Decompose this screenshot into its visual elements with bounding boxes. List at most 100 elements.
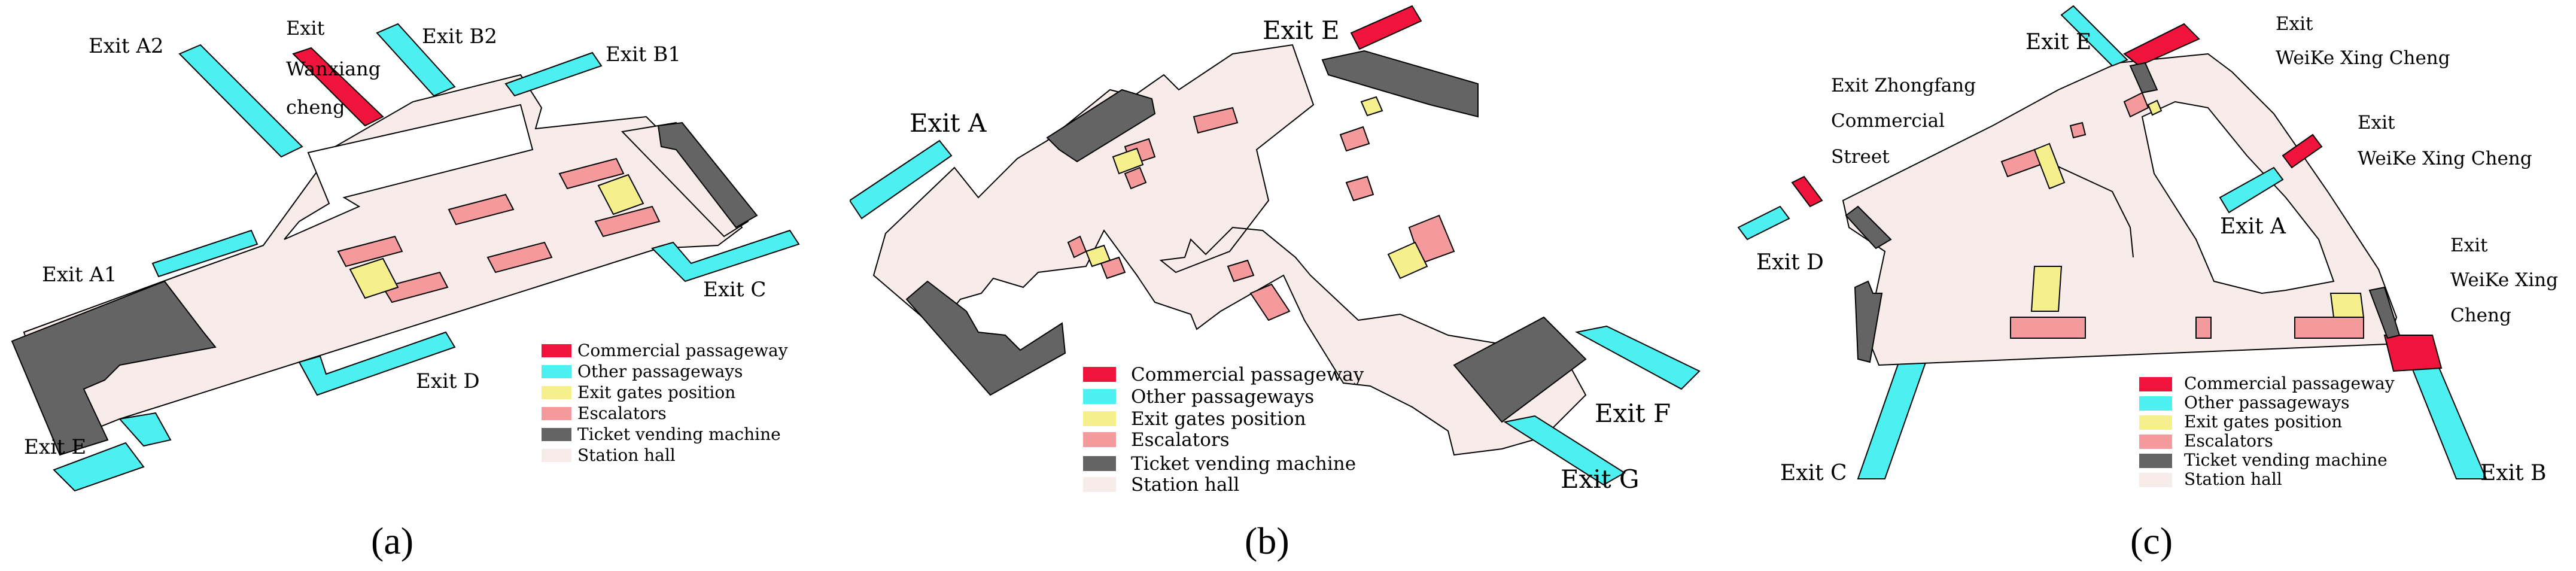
label-exit-weike-mid-line2: WeiKe Xing Cheng — [2358, 148, 2532, 169]
passage-exit-f — [1575, 325, 1701, 390]
tvm-left — [11, 280, 217, 456]
legend-label-commercial: Commercial passageway — [1131, 364, 1364, 385]
gate-2 — [2030, 266, 2063, 312]
label-exit-zhongfang-line2: Commercial — [1831, 110, 1945, 132]
legend-swatch-commercial — [2139, 377, 2172, 391]
tvm-left-1 — [1845, 205, 1892, 250]
legend-swatch-gates — [1083, 411, 1116, 426]
legend-label-escalators: Escalators — [577, 403, 667, 423]
label-exit-zhongfang-line3: Street — [1831, 146, 1890, 168]
gate-1 — [1112, 147, 1144, 175]
legend-label-other: Other passageways — [577, 362, 743, 381]
escalator-5 — [1345, 175, 1374, 202]
station-map-c: Exit E Exit WeiKe Xing Cheng Exit Zhongf… — [1737, 5, 2558, 562]
passage-exit-g — [1503, 415, 1626, 486]
label-exit-d: Exit D — [416, 369, 480, 393]
station-map-a: Exit A2 Exit Wanxiang cheng Exit B2 Exit… — [11, 17, 800, 562]
escalator-4 — [1339, 126, 1370, 152]
commercial-weike-right — [2383, 335, 2443, 372]
label-exit-wanxiang-line2: Wanxiang — [286, 57, 381, 80]
escalator-4 — [486, 241, 553, 274]
tvm-bottom-right — [1453, 316, 1587, 423]
legend-swatch-commercial — [1083, 367, 1116, 382]
label-exit-e: Exit E — [1263, 16, 1340, 45]
legend-swatch-other — [2139, 396, 2172, 411]
label-exit-g: Exit G — [1561, 464, 1640, 494]
legend-label-commercial: Commercial passageway — [2184, 373, 2395, 393]
legend-swatch-escalators — [1083, 432, 1116, 447]
escalator-1 — [337, 235, 403, 268]
passage-exit-b1 — [504, 51, 603, 97]
escalator-9 — [1249, 283, 1291, 321]
tvm-bottom-left — [905, 280, 1066, 396]
gate-2 — [597, 174, 644, 215]
label-exit-weike-top-line1: Exit — [2276, 13, 2313, 35]
passage-exit-c — [1857, 359, 1928, 479]
passage-exit-b2 — [376, 23, 456, 97]
commercial-weike-top — [2123, 23, 2200, 67]
passage-exit-a2 — [178, 44, 303, 158]
station-map-b: Exit E Exit A Exit F Exit G Commercial p… — [850, 5, 1701, 562]
legend-label-hall: Station hall — [577, 445, 676, 465]
caption-a: (a) — [371, 520, 413, 562]
escalator-8 — [1227, 259, 1255, 283]
gate-4 — [1387, 241, 1428, 280]
tvm-right — [2368, 286, 2401, 339]
legend: Commercial passageway Other passageways … — [2139, 373, 2395, 489]
label-exit-zhongfang-line1: Exit Zhongfang — [1831, 75, 1976, 96]
legend-label-gates: Exit gates position — [577, 382, 735, 402]
escalator-2 — [2069, 122, 2087, 139]
legend: Commercial passageway Other passageways … — [542, 341, 788, 465]
legend-swatch-hall — [542, 449, 571, 462]
label-exit-weike-right-line2: WeiKe Xing — [2450, 269, 2558, 291]
tvm-right — [657, 122, 758, 229]
passage-exit-e-ext — [118, 412, 172, 447]
tvm-left-2 — [1854, 280, 1883, 363]
legend-swatch-escalators — [542, 407, 571, 420]
panel-c: Exit E Exit WeiKe Xing Cheng Exit Zhongf… — [1711, 0, 2576, 571]
label-exit-a: Exit A — [910, 108, 987, 138]
escalator-4 — [2010, 317, 2086, 339]
passage-exit-c — [651, 229, 800, 283]
legend-label-tvm: Ticket vending machine — [1131, 453, 1356, 475]
passage-exit-a — [2219, 166, 2284, 214]
legend-label-escalators: Escalators — [1131, 429, 1230, 451]
gate-1 — [349, 257, 399, 299]
gate-2 — [1360, 96, 1383, 117]
legend-swatch-escalators — [2139, 435, 2172, 449]
legend-swatch-gates — [542, 386, 571, 399]
passage-exit-a — [850, 139, 953, 220]
legend-swatch-hall — [2139, 473, 2172, 487]
legend-label-hall: Station hall — [1131, 474, 1239, 496]
escalator-5 — [558, 157, 625, 190]
label-exit-a2: Exit A2 — [89, 34, 164, 58]
label-exit-a1: Exit A1 — [42, 263, 117, 287]
label-exit-c: Exit C — [1780, 461, 1847, 485]
commercial-zhongfang — [1791, 175, 1823, 208]
label-exit-e: Exit E — [2025, 30, 2091, 54]
legend-swatch-commercial — [542, 344, 571, 357]
passage-exit-b — [2407, 359, 2487, 479]
legend-swatch-hall — [1083, 477, 1116, 492]
legend-swatch-gates — [2139, 415, 2172, 430]
label-exit-e: Exit E — [24, 435, 86, 459]
panel-a: Exit A2 Exit Wanxiang cheng Exit B2 Exit… — [0, 0, 850, 571]
legend-label-gates: Exit gates position — [1131, 408, 1306, 430]
label-exit-f: Exit F — [1595, 399, 1671, 428]
passage-exit-e — [2060, 5, 2128, 67]
tvm-top-right — [1321, 50, 1479, 118]
escalator-3 — [448, 193, 515, 226]
passage-exit-d — [298, 331, 456, 396]
escalator-2 — [382, 271, 449, 303]
station-hall — [872, 44, 1587, 456]
label-exit-weike-right-line1: Exit — [2450, 235, 2488, 256]
legend-swatch-tvm — [2139, 454, 2172, 468]
label-exit-weike-mid-line1: Exit — [2358, 112, 2395, 133]
label-exit-c: Exit C — [703, 278, 766, 302]
escalator-3 — [2123, 92, 2149, 118]
hall-divider — [2034, 155, 2134, 258]
panel-b: Exit E Exit A Exit F Exit G Commercial p… — [850, 0, 1711, 571]
escalator-5 — [2195, 317, 2212, 339]
legend-label-tvm: Ticket vending machine — [577, 424, 781, 444]
legend-swatch-tvm — [542, 428, 571, 441]
